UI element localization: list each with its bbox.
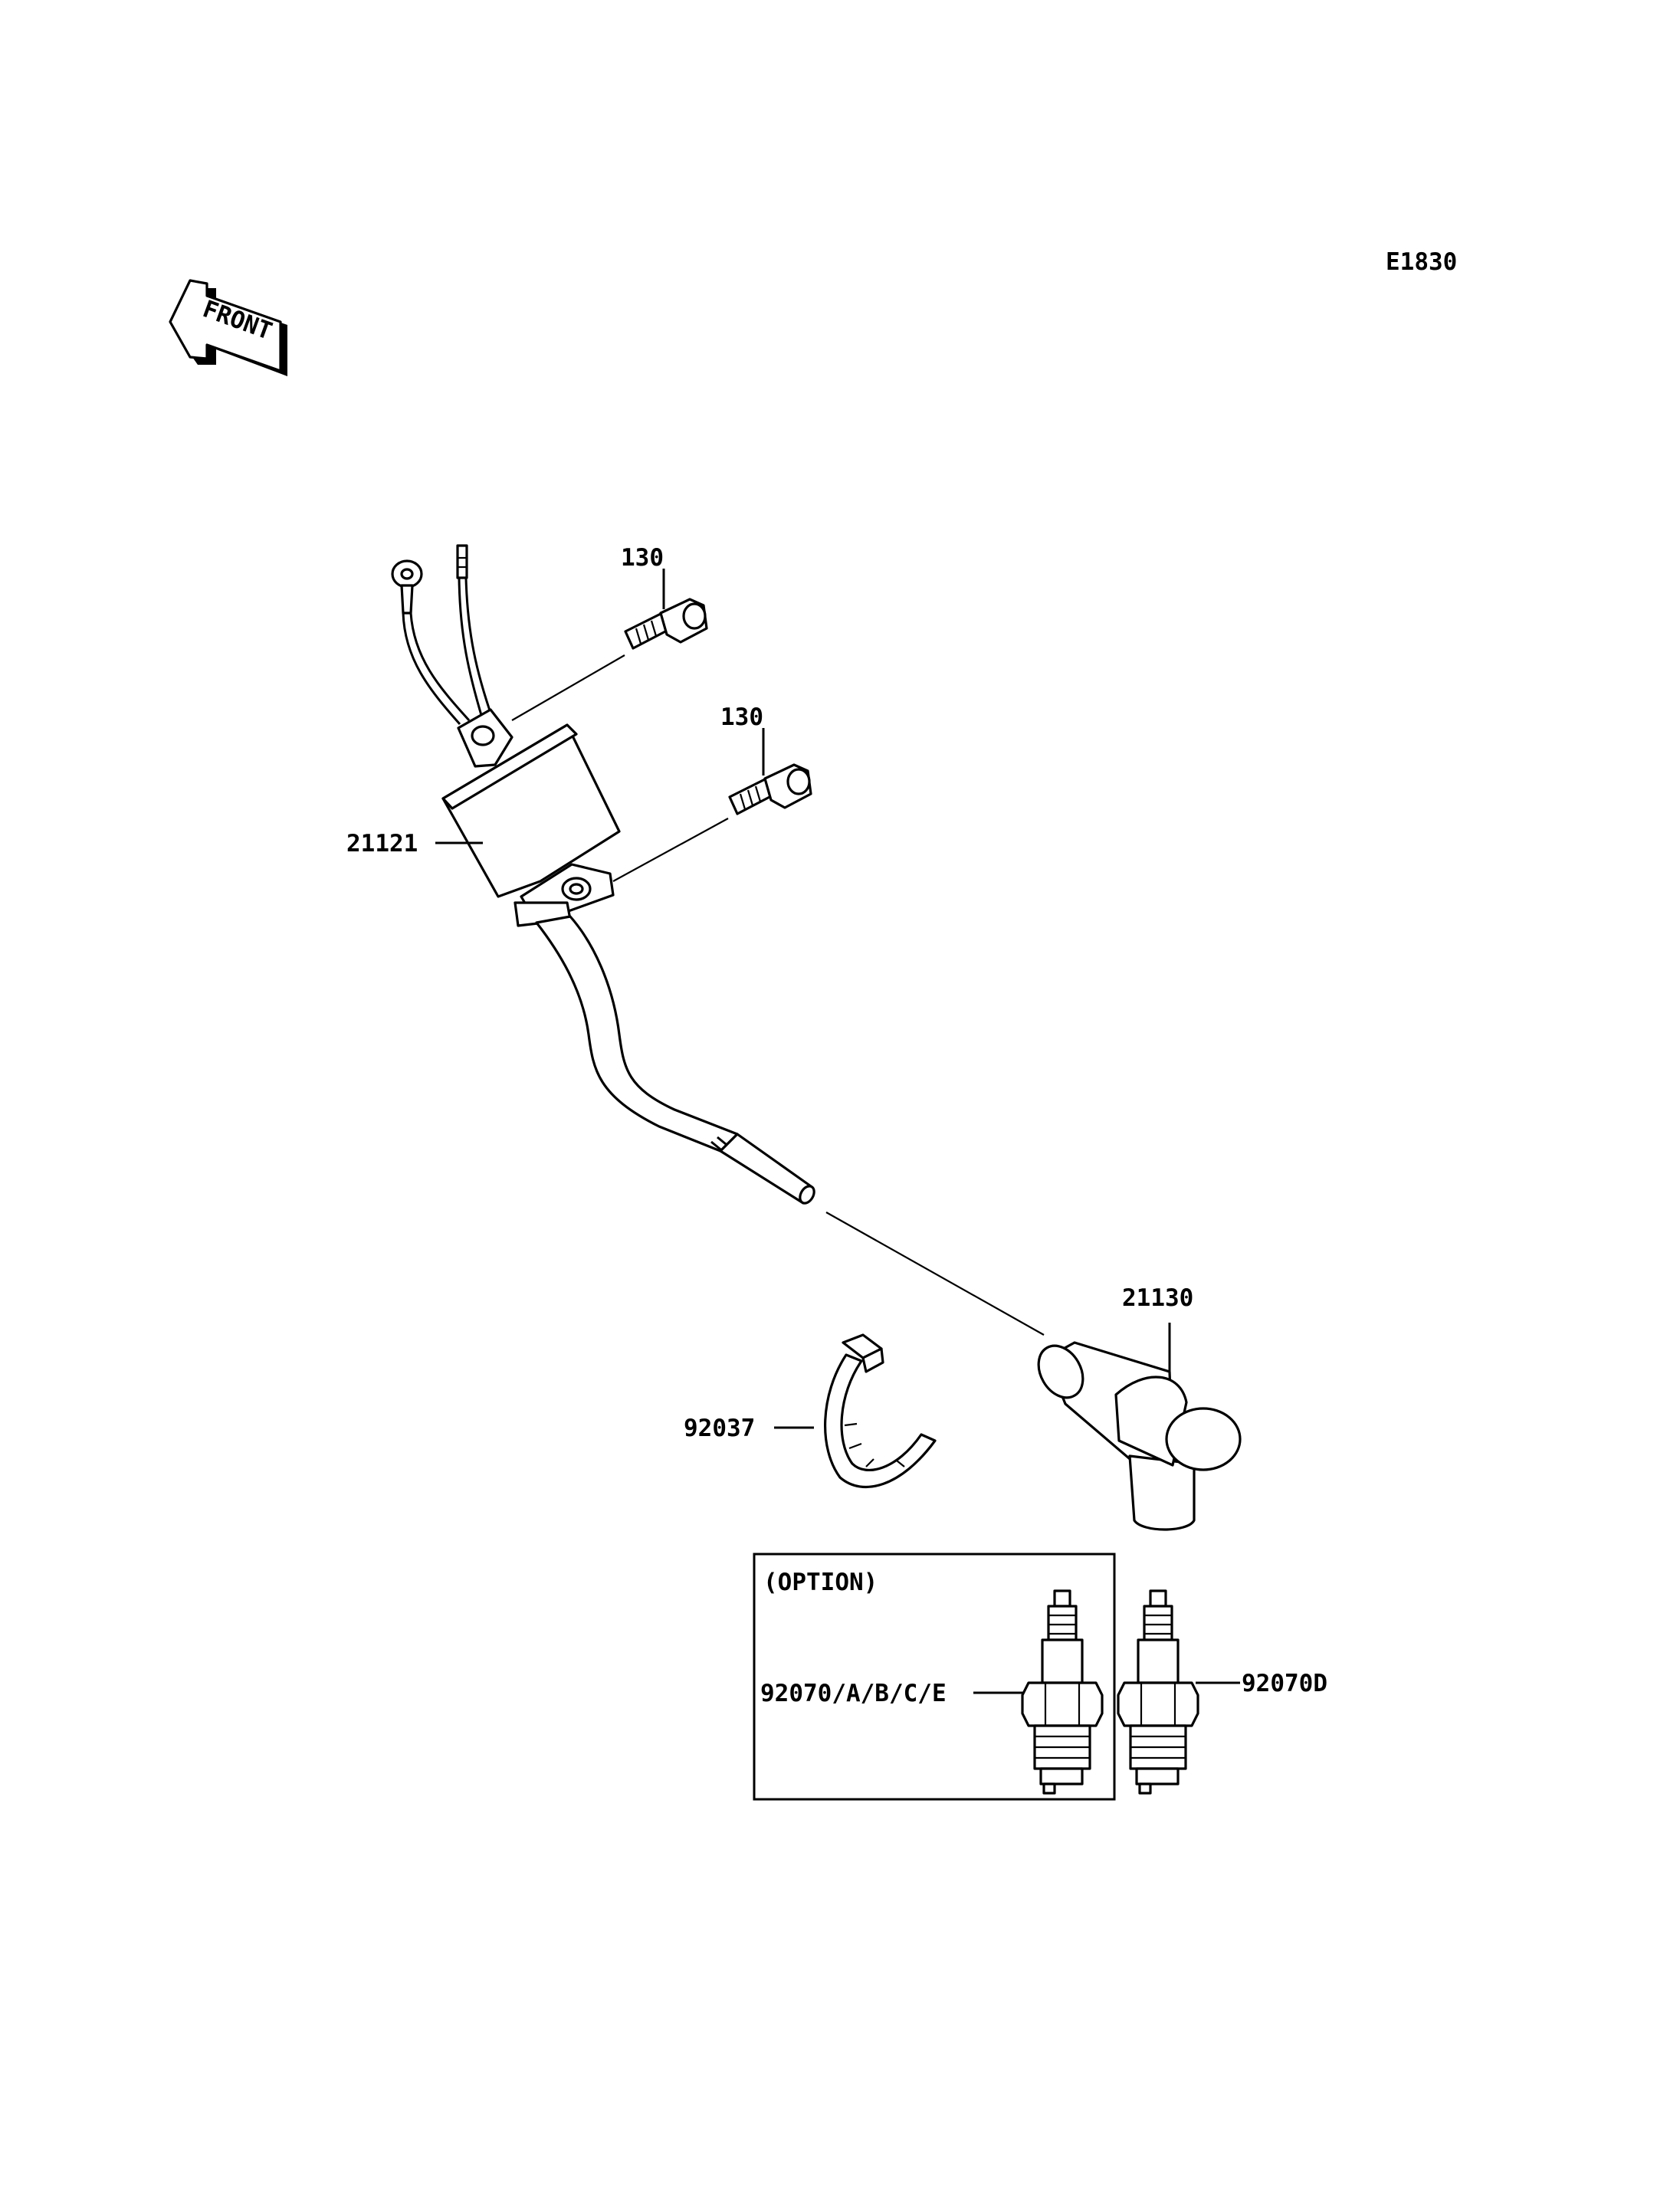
label-bolt-lower: 130 [720,703,763,731]
plug-cap [1037,1341,1242,1531]
label-plug-option: 92070/A/B/C/E [760,1680,947,1707]
label-coil: 21121 [346,830,418,857]
label-plug-std: 92070D [1242,1670,1327,1697]
bolt-upper [511,598,708,721]
label-cap: 21130 [1122,1284,1193,1312]
spark-plug-standard [1117,1589,1199,1795]
leader-lines [435,569,1240,1694]
label-bolt-upper: 130 [621,544,664,572]
ignition-coil [391,544,815,1205]
option-label: (OPTION) [763,1569,878,1596]
spark-plug-option [1021,1589,1104,1795]
label-clamp: 92037 [684,1415,755,1442]
front-arrow-icon: FRONT [169,279,287,376]
diagram-code: E1830 [1386,248,1457,276]
option-box [753,1553,1116,1801]
ring-terminal [391,559,471,725]
bolt-lower [612,763,812,882]
pin-terminal [456,544,494,721]
cable-clamp [824,1333,937,1489]
assembly-line [825,1212,1045,1336]
